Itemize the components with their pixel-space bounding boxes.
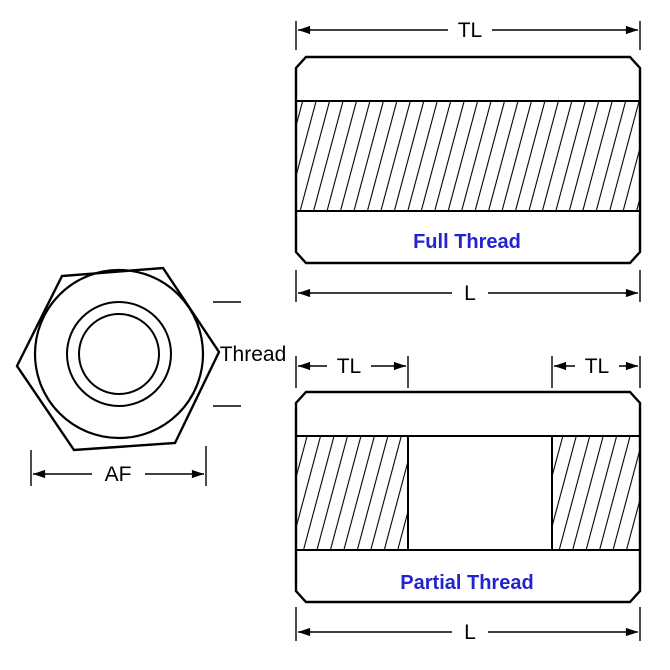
partial-thread-view: Partial Thread TL TL L: [294, 355, 642, 644]
flat-circle: [33, 268, 205, 440]
full-tl-label: TL: [458, 19, 483, 42]
full-l-label: L: [464, 282, 476, 305]
thread-major-circle: [66, 301, 172, 407]
full-thread-caption: Full Thread: [413, 231, 521, 253]
partial-thread-caption: Partial Thread: [400, 572, 533, 594]
partial-thread-hatch-right: [552, 436, 640, 550]
full-thread-hatch: [296, 101, 640, 211]
full-thread-view: Full Thread TL L: [294, 19, 642, 305]
thread-hole-circle: [78, 313, 160, 395]
partial-tl-left-label: TL: [337, 355, 362, 378]
partial-thread-hatch-left: [296, 436, 408, 550]
af-label: AF: [105, 463, 132, 486]
thread-label: Thread: [220, 343, 287, 366]
hex-front-view: Thread AF: [15, 266, 287, 486]
hex-outline: [15, 266, 221, 452]
partial-tl-right-label: TL: [585, 355, 610, 378]
partial-l-label: L: [464, 621, 476, 644]
